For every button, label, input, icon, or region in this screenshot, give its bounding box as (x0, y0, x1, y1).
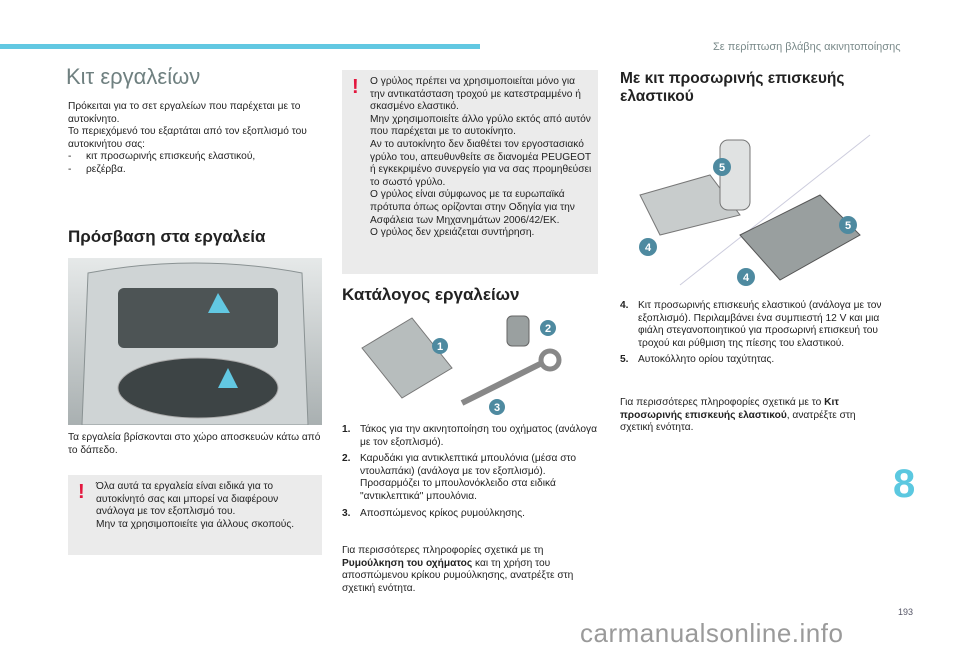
watermark: carmanualsonline.info (580, 618, 844, 648)
item-text: Τάκος για την ακινητοποίηση του οχήματος… (360, 424, 597, 448)
list-item: 1. Τάκος για την ακινητοποίηση του οχήματ… (342, 424, 598, 449)
repair-kit-heading: Με κιτ προσωρινής επισκευής ελαστικού (620, 70, 845, 105)
towing-reference: Για περισσότερες πληροφορίες σχετικά με … (342, 545, 598, 595)
item-text: Κιτ προσωρινής επισκευής ελαστικού (ανάλ… (638, 300, 882, 349)
callout-label: 5 (845, 220, 851, 232)
ref-link[interactable]: Κιτ προσωρινής επισκευής ελαστικού (620, 397, 839, 421)
tools-illustration: 1 2 3 (361, 315, 562, 415)
bullet: -κιτ προσωρινής επισκευής ελαστικού, (68, 151, 256, 163)
list-item: 5. Αυτοκόλλητο ορίου ταχύτητας. (620, 354, 882, 367)
item-text: Αυτοκόλλητο ορίου ταχύτητας. (638, 354, 775, 366)
ref-text: και τη χρήση του αποσπώμενου κρίκου ρυμο… (342, 557, 574, 594)
callout-1 (432, 338, 448, 354)
bullet-text: ρεζέρβα. (86, 163, 126, 175)
tools-image: 1 2 3 (342, 308, 598, 420)
warning-text: Όλα αυτά τα εργαλεία είναι ειδικά για το… (96, 481, 295, 530)
chapter-number-tab: 8 (893, 462, 916, 506)
header-bar (0, 44, 480, 49)
warning-text: Ο γρύλος πρέπει να χρησιμοποιείται μόνο … (370, 76, 592, 239)
warning-icon: ! (78, 481, 85, 503)
tools-heading: Κατάλογος εργαλείων (342, 285, 520, 304)
trunk-caption: Τα εργαλεία βρίσκονται στο χώρο αποσκευώ… (68, 432, 321, 456)
warning-icon: ! (352, 76, 359, 98)
list-item: 4. Κιτ προσωρινής επισκευής ελαστικού (αν… (620, 300, 882, 350)
callout-label: 4 (743, 272, 750, 284)
callout-4 (737, 268, 755, 286)
item-number: 1. (342, 424, 351, 435)
intro-line: Το περιεχόμενό του εξαρτάται από τον εξο… (68, 126, 307, 150)
callout-label: 2 (545, 323, 551, 335)
ref-text: Για περισσότερες πληροφορίες σχετικά με … (342, 545, 544, 556)
item-text: Αποσπώμενος κρίκος ρυμούλκησης. (360, 507, 525, 519)
jack-warning-box: ! Ο γρύλος πρέπει να χρησιμοποιείται μόν… (342, 70, 598, 274)
item-number: 4. (620, 300, 629, 311)
repair-kit-list: 4. Κιτ προσωρινής επισκευής ελαστικού (αν… (620, 300, 882, 371)
intro-line: Πρόκειται για το σετ εργαλείων που παρέχ… (68, 101, 301, 125)
page-number: 193 (898, 607, 914, 617)
callout-label: 3 (494, 402, 500, 414)
callout-3 (489, 399, 505, 415)
warning-box: ! Όλα αυτά τα εργαλεία είναι ειδικά για … (68, 475, 322, 555)
callout-label: 4 (645, 242, 652, 254)
repair-kit-image: 5 5 4 4 (620, 125, 882, 290)
access-heading: Πρόσβαση στα εργαλεία (68, 227, 266, 246)
callout-5 (713, 158, 731, 176)
repair-kit-reference: Για περισσότερες πληροφορίες σχετικά με … (620, 397, 882, 435)
ref-link[interactable]: Ρυμούλκηση του οχήματος (342, 557, 473, 569)
chapter-title: Σε περίπτωση βλάβης ακινητοποίησης (713, 41, 901, 53)
list-item: 3. Αποσπώμενος κρίκος ρυμούλκησης. (342, 508, 598, 521)
callout-label: 5 (719, 162, 725, 174)
intro-text: Πρόκειται για το σετ εργαλείων που παρέχ… (68, 101, 326, 177)
repair-kit-illustration: 5 5 4 4 (639, 134, 871, 286)
item-number: 2. (342, 453, 351, 465)
item-number: 3. (342, 507, 351, 519)
callout-5 (839, 216, 857, 234)
callout-2 (540, 320, 556, 336)
item-text: Καρυδάκι για αντικλεπτικά μπουλόνια (μέσ… (360, 453, 577, 502)
bullet-text: κιτ προσωρινής επισκευής ελαστικού, (86, 151, 256, 163)
trunk-illustration (81, 262, 309, 426)
callout-label: 1 (437, 341, 443, 353)
ref-text: , ανατρέξτε στη σχετική ενότητα. (620, 409, 856, 434)
callout-4 (639, 238, 657, 256)
bullet: -ρεζέρβα. (68, 163, 126, 175)
item-number: 5. (620, 354, 629, 366)
trunk-image (68, 258, 322, 426)
tools-list: 1. Τάκος για την ακινητοποίηση του οχήματ… (342, 424, 598, 524)
list-item: 2. Καρυδάκι για αντικλεπτικά μπουλόνια (μ… (342, 453, 598, 503)
section-title: Κιτ εργαλείων (66, 64, 201, 89)
ref-text: Για περισσότερες πληροφορίες σχετικά με … (620, 397, 825, 408)
